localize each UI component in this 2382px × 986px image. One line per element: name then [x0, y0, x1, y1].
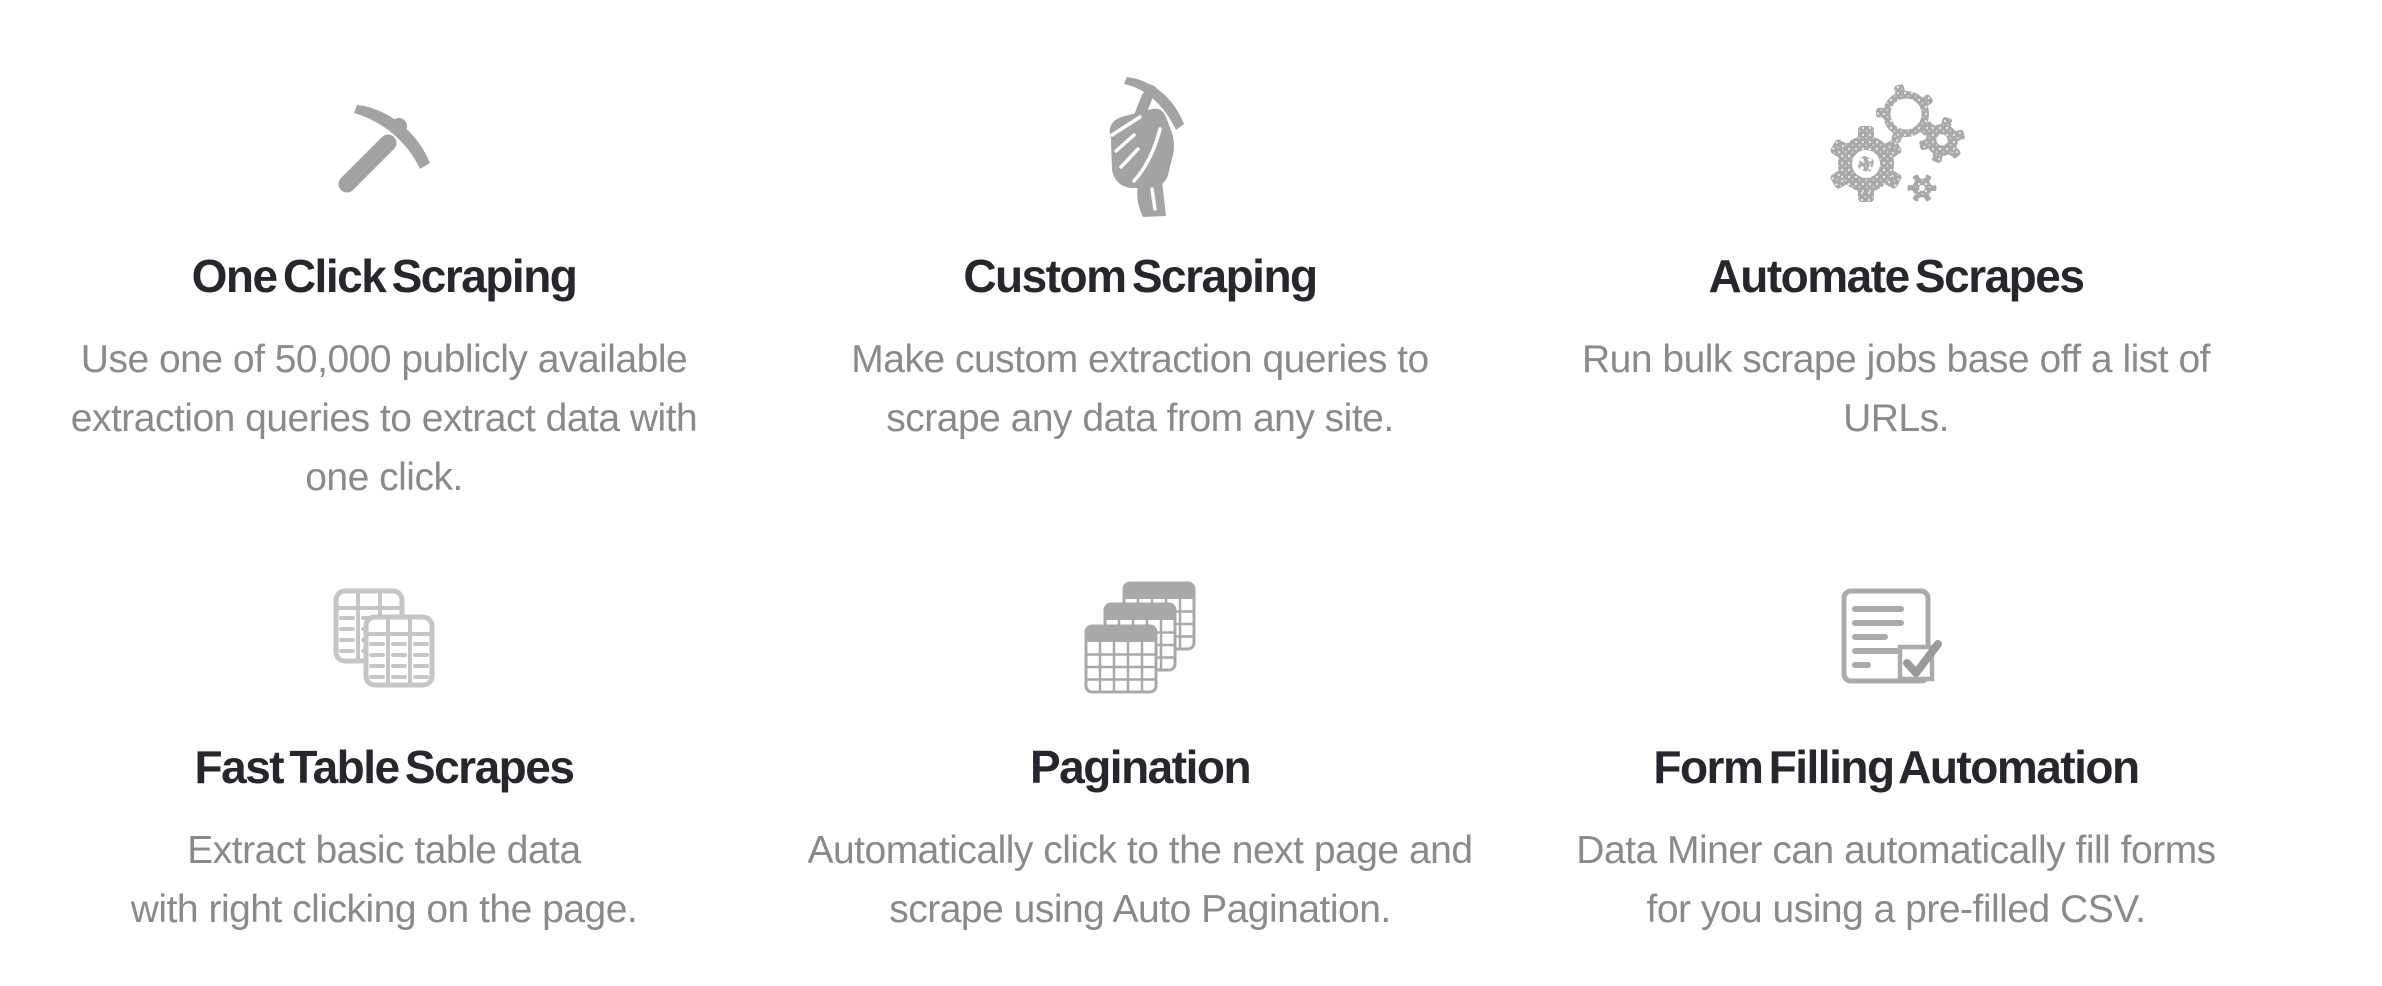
form-check-icon	[1518, 567, 2274, 709]
feature-title: Pagination	[1029, 741, 1252, 793]
feature-description: Automatically click to the next page and…	[807, 829, 1473, 931]
feature-title: Automate Scrapes	[1708, 250, 2085, 302]
feature-title: One Click Scraping	[191, 250, 578, 302]
feature-card-one-click-scraping: One Click Scraping Use one of 50,000 pub…	[6, 76, 762, 507]
stacked-tables-icon	[762, 567, 1518, 709]
pickaxe-icon	[6, 76, 762, 218]
feature-description: Make custom extraction queries to scrape…	[851, 338, 1429, 440]
feature-card-custom-scraping: Custom Scraping Make custom extraction q…	[762, 76, 1518, 507]
feature-card-form-filling: Form Filling Automation Data Miner can a…	[1518, 567, 2274, 939]
feature-title: Custom Scraping	[963, 250, 1318, 302]
feature-card-fast-table-scrapes: Fast Table Scrapes Extract basic table d…	[6, 567, 762, 939]
tables-icon	[6, 567, 762, 709]
feature-description: Run bulk scrape jobs base off a list of …	[1582, 338, 2210, 440]
fist-pickaxe-icon	[762, 76, 1518, 218]
feature-title: Form Filling Automation	[1653, 741, 2140, 793]
feature-card-automate-scrapes: Automate Scrapes Run bulk scrape jobs ba…	[1518, 76, 2274, 507]
stacked-tables-icon-cell: Pagination Automatically click to the ne…	[762, 567, 1518, 939]
feature-title: Fast Table Scrapes	[194, 741, 575, 793]
feature-description: Data Miner can automatically fill forms …	[1576, 829, 2216, 931]
feature-description: Use one of 50,000 publicly available ext…	[70, 338, 698, 499]
gears-icon	[1518, 76, 2274, 218]
features-section: One Click Scraping Use one of 50,000 pub…	[6, 76, 2274, 939]
feature-description: Extract basic table data with right clic…	[130, 829, 638, 931]
